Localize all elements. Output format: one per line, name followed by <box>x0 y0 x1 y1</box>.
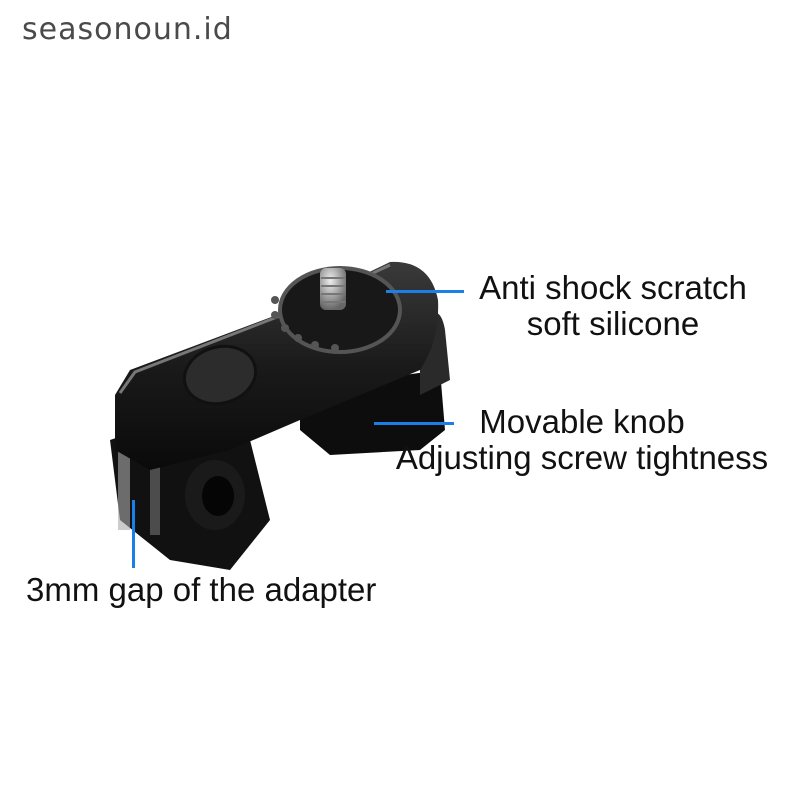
store-watermark: seasonoun.id <box>22 12 233 47</box>
silicone-leader-line <box>386 290 464 293</box>
gap-annotation: 3mm gap of the adapter <box>26 572 376 608</box>
knob-label-line1: Movable knob <box>479 403 685 440</box>
silicone-label-line1: Anti shock scratch <box>479 269 747 306</box>
gap-label: 3mm gap of the adapter <box>26 571 377 608</box>
knob-annotation: Movable knob Adjusting screw tightness <box>382 404 782 476</box>
knob-leader-line <box>374 422 454 425</box>
silicone-annotation: Anti shock scratch soft silicone <box>468 270 758 342</box>
silicone-label-line2: soft silicone <box>526 305 700 342</box>
knob-label-line2: Adjusting screw tightness <box>395 439 769 476</box>
gap-leader-line <box>132 500 135 568</box>
